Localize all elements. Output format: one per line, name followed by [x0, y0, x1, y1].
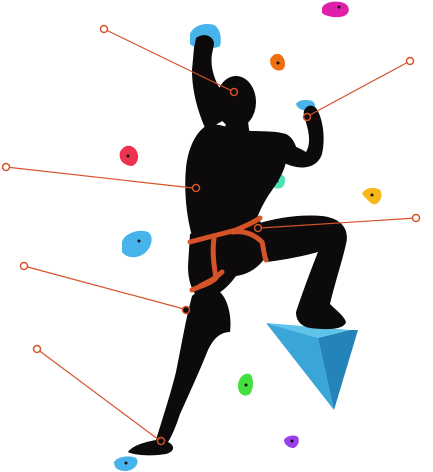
callouts: [1, 24, 421, 446]
callout-torso-start-dot: [1, 162, 11, 172]
callout-left-foot-end-dot: [156, 436, 166, 446]
callout-harness-end-dot: [253, 223, 263, 233]
callout-right-hand: [302, 56, 415, 122]
callout-head: [99, 24, 239, 97]
right-leg: [256, 215, 347, 330]
harness-belay-loop: [197, 269, 225, 289]
volume-face-top: [266, 323, 350, 338]
callout-right-hand-end-dot: [302, 112, 312, 122]
head: [216, 76, 256, 128]
climber-silhouette: [128, 35, 347, 456]
callout-thigh: [19, 261, 191, 315]
callout-torso: [1, 162, 201, 193]
callout-torso-end-dot: [191, 183, 201, 193]
callout-harness: [253, 213, 421, 233]
hold-dots: [124, 5, 374, 465]
callout-thigh-start-dot: [19, 261, 29, 271]
volume-face-left: [266, 323, 334, 410]
hold-blue-left: [122, 230, 152, 258]
volume-face-right: [318, 330, 358, 410]
callout-harness-start-dot: [411, 213, 421, 223]
climbing-volume: [266, 323, 358, 410]
harness: [187, 215, 269, 293]
callout-left-foot: [32, 344, 166, 446]
harness-right-leg-loop: [229, 229, 269, 263]
callout-thigh-end-dot: [181, 305, 191, 315]
hold-magenta: [322, 1, 349, 18]
callout-left-foot-start-dot: [32, 344, 42, 354]
callout-right-hand-start-dot: [405, 56, 415, 66]
callout-head-end-dot: [229, 87, 239, 97]
callout-head-start-dot: [99, 24, 109, 34]
left-leg: [128, 290, 231, 456]
